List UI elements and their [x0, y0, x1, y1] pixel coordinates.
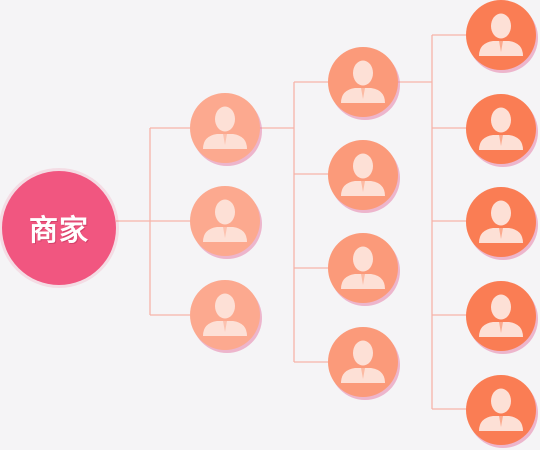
person-avatar-icon	[341, 246, 385, 289]
level3-node-3	[466, 187, 536, 257]
level3-node-5	[466, 375, 536, 445]
person-avatar-icon	[203, 199, 247, 242]
merchant-root-node: 商家	[2, 171, 116, 285]
person-avatar-icon	[203, 106, 247, 149]
level2-node-3	[328, 233, 398, 303]
level3-node-1	[466, 0, 536, 70]
person-avatar-icon	[341, 340, 385, 383]
level1-node-2	[190, 186, 260, 256]
level1-node-1	[190, 93, 260, 163]
person-avatar-icon	[203, 293, 247, 336]
level3-node-2	[466, 94, 536, 164]
person-avatar-icon	[479, 294, 523, 337]
level2-node-4	[328, 327, 398, 397]
merchant-label: 商家	[28, 213, 89, 247]
level2-node-2	[328, 140, 398, 210]
person-avatar-icon	[341, 60, 385, 103]
person-avatar-icon	[341, 153, 385, 196]
level2-node-1	[328, 47, 398, 117]
person-avatar-icon	[479, 200, 523, 243]
level1-node-3	[190, 280, 260, 350]
level3-node-4	[466, 281, 536, 351]
person-avatar-icon	[479, 13, 523, 56]
person-avatar-icon	[479, 388, 523, 431]
person-avatar-icon	[479, 107, 523, 150]
